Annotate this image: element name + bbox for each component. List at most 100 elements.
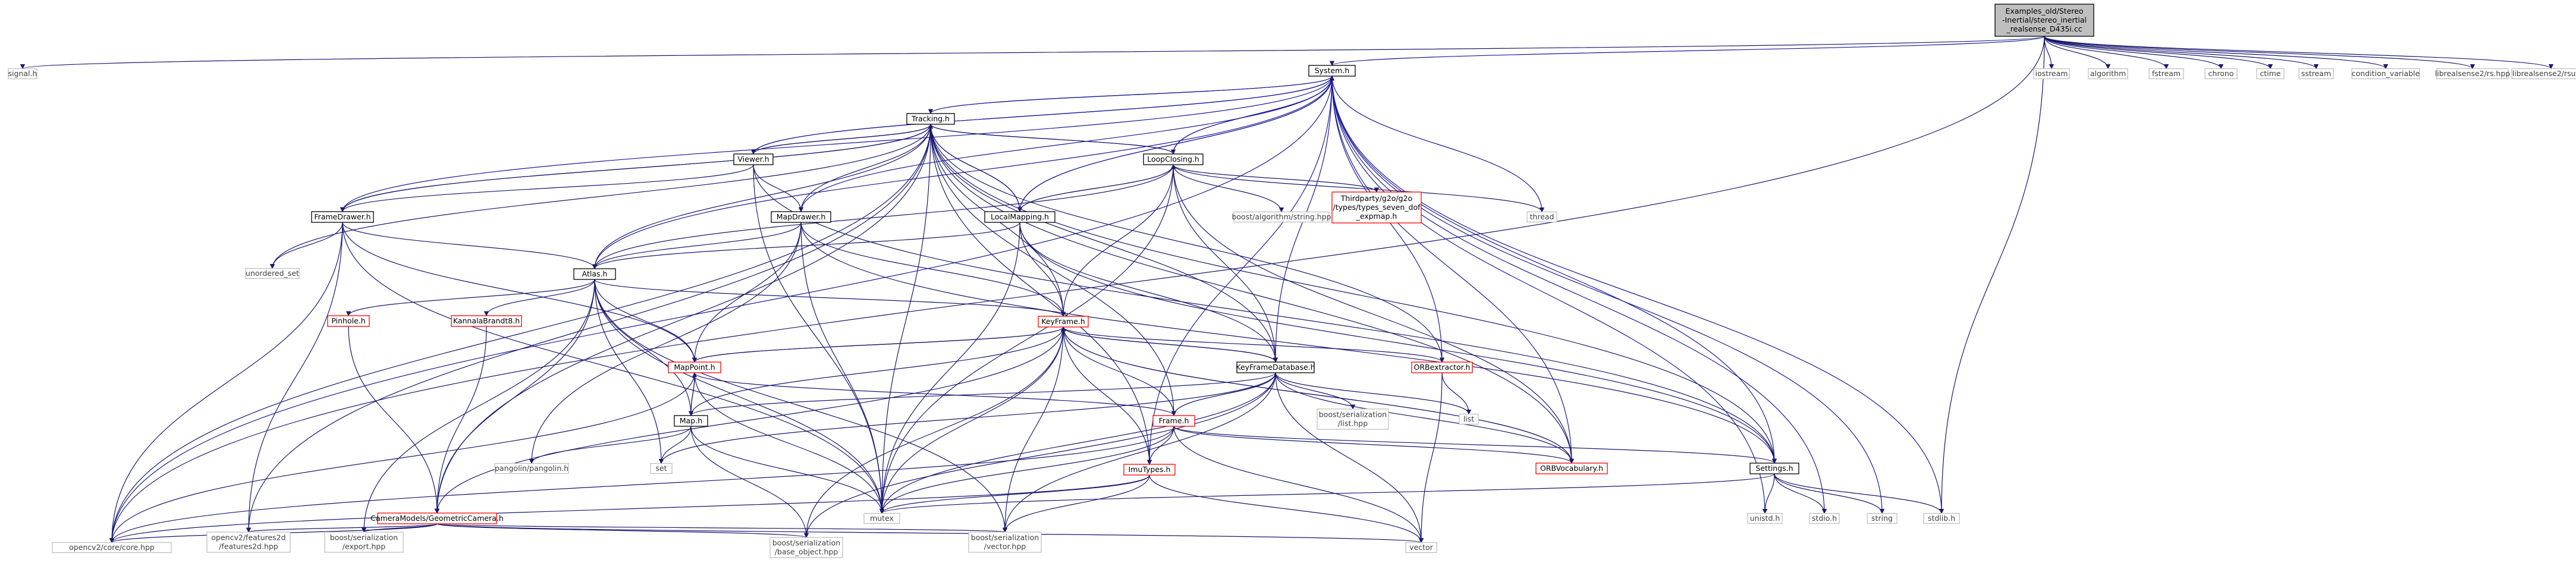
node-loopclosing[interactable]: LoopClosing.h (1143, 153, 1204, 165)
node-kannala[interactable]: KannalaBrandt8.h (451, 315, 522, 327)
node-box-thread (1526, 211, 1557, 223)
edge-kfdb-to-orbvocab (1275, 372, 1575, 464)
node-label-g2o: Thirdparty/g2o/g2o (1340, 194, 1412, 203)
edge-mapdrawer-to-pangolin (529, 222, 802, 464)
node-unordered_set: unordered_set (245, 268, 300, 279)
node-boostexport: boost/serialization/export.hpp (324, 531, 404, 553)
node-box-orbextractor (1411, 361, 1473, 373)
edge-root-to-ctime (2044, 36, 2273, 70)
edge-localmapping-to-mutex (879, 222, 1020, 514)
node-label-root: _realsense_D435i.cc (2006, 24, 2082, 33)
edge-root-to-fstream (2044, 36, 2169, 70)
node-label-boostexport: boost/serialization (330, 533, 398, 542)
node-signal: signal.h (8, 68, 37, 80)
node-rs: librealsense2/rs.hpp (2435, 68, 2510, 80)
node-atlas[interactable]: Atlas.h (573, 268, 616, 280)
node-camera[interactable]: CameraModels/GeometricCamera.h (370, 512, 504, 524)
node-box-pinhole (327, 315, 370, 327)
edge-root-to-signal (20, 36, 2045, 70)
node-frame[interactable]: Frame.h (1152, 415, 1195, 427)
node-label-fstream: fstream (2152, 69, 2181, 78)
edge-kfdb-to-boostlist (1275, 372, 1356, 410)
node-localmapping[interactable]: LocalMapping.h (984, 211, 1055, 223)
edge-system-to-core (109, 76, 1333, 543)
edge-framedrawer-to-unordered_set (269, 222, 343, 269)
edge-framedrawer-to-mappoint (342, 222, 698, 363)
node-box-atlas (573, 268, 616, 280)
edge-atlas-to-pinhole (345, 279, 595, 316)
node-core: opencv2/core/core.hpp (52, 542, 172, 553)
edge-mapdrawer-to-mappoint (692, 222, 802, 363)
node-label-atlas: Atlas.h (582, 269, 608, 278)
node-string: string (1867, 512, 1898, 524)
edge-system-to-mapdrawer (798, 76, 1333, 212)
node-label-root: Examples_old/Stereo (2006, 7, 2084, 15)
node-label-pangolin: pangolin/pangolin.h (495, 464, 568, 473)
edge-loopclosing-to-system (1173, 76, 1335, 155)
edge-orbvocab-to-keyframe (1060, 326, 1572, 464)
node-orbvocab[interactable]: ORBVocabulary.h (1535, 463, 1608, 474)
node-label-string: string (1871, 514, 1893, 523)
edge-tracking-to-mapdrawer (798, 124, 931, 212)
edge-map-to-pangolin (529, 426, 692, 464)
edge-mapdrawer-to-atlas (592, 222, 802, 269)
edge-localmapping-to-kfdb (1019, 222, 1278, 363)
node-label-ctime: ctime (2260, 69, 2280, 78)
node-keyframe[interactable]: KeyFrame.h (1038, 316, 1089, 328)
node-pinhole[interactable]: Pinhole.h (327, 315, 370, 327)
node-box-boostbase (769, 537, 843, 558)
node-thread: thread (1526, 211, 1557, 223)
node-label-kannala: KannalaBrandt8.h (453, 316, 520, 325)
edge-frame-to-core (109, 426, 1174, 543)
node-box-g2o (1331, 191, 1422, 224)
node-iostream: iostream (2033, 68, 2070, 80)
node-viewer[interactable]: Viewer.h (733, 153, 774, 165)
node-framedrawer[interactable]: FrameDrawer.h (311, 211, 374, 223)
node-label-boostalgo: boost/algorithm/string.hpp (1232, 212, 1331, 221)
edge-system-to-stdlib (1331, 76, 1944, 514)
node-label-unistd: unistd.h (1750, 514, 1780, 523)
node-mapdrawer[interactable]: MapDrawer.h (771, 211, 831, 223)
node-features2d: opencv2/features2d/features2d.hpp (206, 531, 291, 553)
node-label-loopclosing: LoopClosing.h (1147, 155, 1199, 163)
edge-mappoint-to-frame (694, 372, 1177, 416)
edge-loopclosing-to-tracking (928, 124, 1174, 155)
node-label-boostbase: /base_object.hpp (775, 548, 838, 556)
edge-settings-to-stdio (1774, 473, 1827, 514)
node-label-boostvector: /vector.hpp (984, 542, 1026, 551)
edge-orbextractor-to-vector (1418, 372, 1443, 543)
node-box-list (1459, 413, 1479, 425)
node-root[interactable]: Examples_old/Stereo-Inertial/stereo_iner… (1994, 4, 2094, 37)
edge-localmapping-to-atlas (592, 222, 1020, 269)
node-system[interactable]: System.h (1308, 65, 1356, 77)
node-map[interactable]: Map.h (674, 415, 708, 427)
node-tracking[interactable]: Tracking.h (906, 113, 955, 125)
edge-settings-to-unistd (1762, 473, 1775, 514)
node-box-settings (1749, 463, 1799, 474)
node-algorithm: algorithm (2088, 68, 2128, 80)
edge-tracking-to-system (930, 76, 1335, 114)
node-kfdb[interactable]: KeyFrameDatabase.h (1236, 361, 1315, 373)
node-box-boostalgo (1233, 211, 1330, 223)
node-box-tracking (906, 113, 955, 125)
node-label-root: -Inertial/stereo_inertial (2002, 15, 2087, 24)
edge-settings-to-mutex (879, 473, 1775, 514)
node-orbextractor[interactable]: ORBextractor.h (1411, 361, 1473, 373)
node-label-camera: CameraModels/GeometricCamera.h (370, 514, 504, 523)
node-box-ctime (2256, 68, 2285, 80)
edge-imutypes-to-boostvector (1002, 474, 1150, 533)
nodes-layer: Examples_old/Stereo-Inertial/stereo_iner… (8, 4, 2576, 558)
edge-root-to-algorithm (2044, 36, 2111, 70)
node-g2o[interactable]: Thirdparty/g2o/g2o/types/types_seven_dof… (1331, 191, 1422, 224)
edge-localmapping-to-settings (1019, 222, 1777, 464)
node-label-g2o: _expmap.h (1356, 212, 1397, 221)
node-box-frame (1152, 415, 1195, 427)
node-mappoint[interactable]: MapPoint.h (668, 361, 721, 373)
node-imutypes[interactable]: ImuTypes.h (1123, 464, 1176, 476)
node-set: set (650, 463, 673, 474)
node-settings[interactable]: Settings.h (1749, 463, 1799, 474)
edge-framedrawer-to-atlas (342, 222, 598, 269)
edge-localmapping-to-system (1019, 76, 1335, 212)
node-boostbase: boost/serialization/base_object.hpp (769, 537, 843, 558)
edge-kfdb-to-map (689, 372, 1276, 416)
